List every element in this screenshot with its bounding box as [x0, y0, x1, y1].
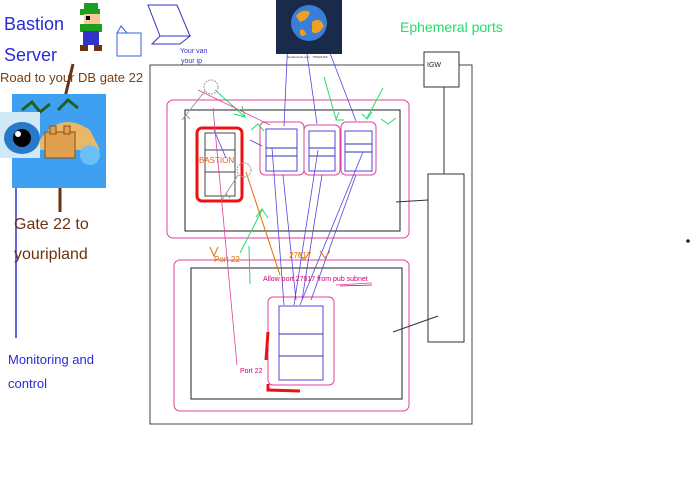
app-instance-3 [340, 121, 377, 176]
bastion-instance [204, 132, 236, 197]
laptop-icon [147, 4, 192, 45]
folder-icon [116, 25, 142, 57]
ephemeral-arrows [214, 76, 397, 285]
port-27017-label: 27017 [289, 251, 312, 260]
bastion-box [195, 126, 244, 203]
bastion-label: BASTION [199, 156, 235, 165]
ephemeral-ports-label: Ephemeral ports [400, 19, 503, 35]
private-subnet-inner [190, 267, 403, 400]
database-red-bracket [264, 331, 301, 393]
vpc-box [149, 64, 473, 425]
pink-connections [197, 89, 373, 366]
public-route-line [395, 199, 429, 203]
port-22-label-top: Port 22 [214, 255, 240, 264]
mario-luigi-icon [76, 3, 106, 51]
allow-port-label: Allow port 27017 from pub subnet [263, 276, 368, 283]
stray-dot [686, 239, 690, 243]
database-instance [267, 296, 335, 386]
monitoring-label-line-1: Monitoring and [8, 352, 94, 367]
port-22-label-bottom: Port 22 [240, 368, 263, 375]
orange-arrows [209, 171, 331, 276]
app-instance-2 [303, 124, 341, 176]
public-subnet-outer [166, 99, 410, 239]
app-instance-1 [259, 121, 305, 176]
van-label-line-1: Your van [180, 48, 208, 55]
key-icon [181, 79, 252, 201]
monitoring-label-line-2: control [8, 376, 48, 391]
globe-icon [276, 0, 342, 54]
gate-label-line-2: youripland [14, 246, 88, 263]
private-route-line [392, 315, 439, 333]
globe-credit: shutterstock.com · 754524409 [287, 55, 328, 59]
van-label-line-2: your ip [181, 58, 203, 65]
igw-label: IGW [427, 62, 441, 69]
road-label: Road to your DB gate 22 [0, 70, 144, 85]
title-line-1: Bastion [4, 14, 65, 34]
eye-icon [0, 112, 40, 158]
title-line-2: Server [4, 45, 58, 65]
public-subnet-inner [184, 109, 401, 232]
route-table-box [427, 173, 465, 343]
gate-label-line-1: Gate 22 to [14, 216, 89, 233]
allow-underline [339, 284, 373, 287]
igw-box [423, 51, 460, 88]
